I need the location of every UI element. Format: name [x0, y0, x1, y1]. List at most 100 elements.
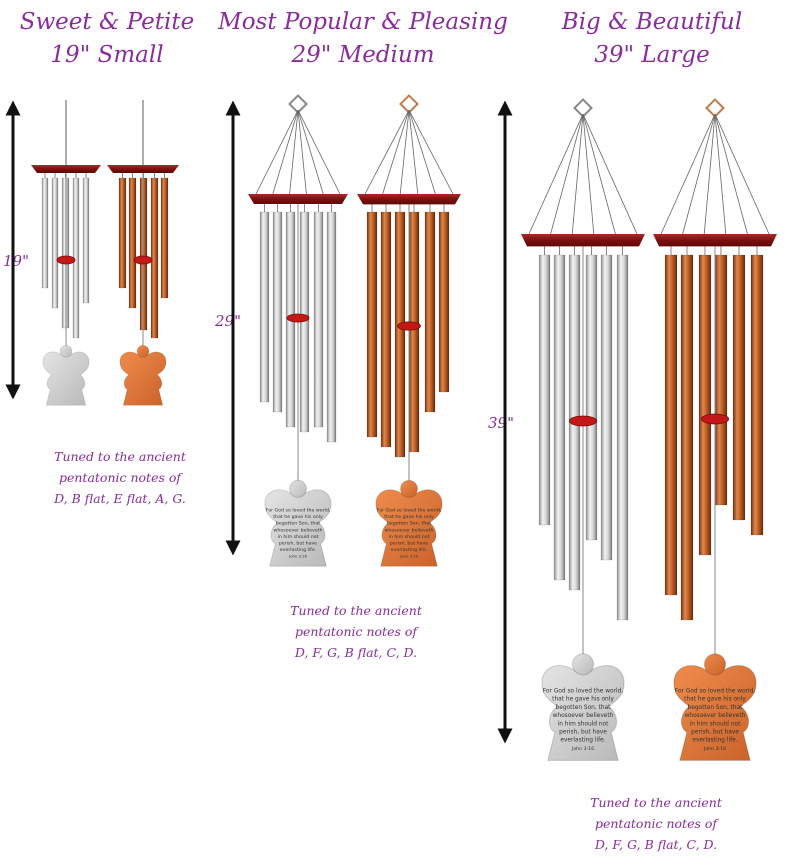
angel-verse-line: perish, but have: [390, 541, 428, 547]
clapper: [700, 413, 730, 425]
chime-tube: [732, 254, 746, 521]
chime-tube: [51, 177, 59, 309]
diamond-hanger-icon: [573, 98, 593, 118]
wood-top: [31, 165, 101, 173]
chime-tube: [394, 211, 406, 458]
chime-tube: [366, 211, 378, 438]
chime-tube: [150, 177, 159, 339]
angel-verse-line: John 3:16: [703, 746, 726, 752]
angel-verse-line: that he gave his only: [552, 697, 614, 703]
large-note-line2: pentatonic notes of: [594, 816, 718, 831]
chime-tube: [118, 177, 127, 289]
large-title-line1: Big & Beautiful: [561, 9, 743, 35]
diamond-hanger-icon: [705, 98, 725, 118]
diamond-hanger-icon: [288, 94, 308, 114]
angel-verse-line: that he gave his only: [384, 514, 434, 520]
chime-tube: [600, 254, 613, 561]
clapper: [56, 255, 76, 265]
angel-verse-line: begotten Son, that: [556, 705, 612, 711]
chime-tube: [313, 211, 324, 428]
wood-top: [521, 234, 645, 247]
angel-verse-line: in him should not: [690, 721, 742, 727]
angel-verse-line: in him should not: [389, 534, 430, 540]
chime-tube: [128, 177, 137, 309]
angel-verse-line: For God so loved the world,: [543, 688, 623, 694]
large-silver-angel-sail-icon: For God so loved the world, that he gave …: [541, 653, 625, 761]
angel-verse-line: For God so loved the world,: [377, 508, 442, 514]
large-note-line3: D, F, G, B flat, C, D.: [594, 837, 718, 852]
chime-tube: [698, 254, 712, 556]
small-bronze-angel-sail-icon: [119, 345, 167, 406]
angel-verse-line: For God so loved the world,: [266, 508, 331, 514]
clapper: [133, 255, 153, 265]
angel-verse-line: perish, but have: [691, 729, 739, 735]
clapper: [568, 415, 598, 427]
small-silver-chime: [31, 100, 101, 406]
angel-verse-line: perish, but have: [279, 541, 317, 547]
large-note-line1: Tuned to the ancient: [590, 795, 722, 810]
angel-verse-line: begotten Son, that: [387, 521, 431, 527]
chime-tube: [585, 254, 598, 541]
chime-tube: [326, 211, 337, 443]
chime-tube: [438, 211, 450, 393]
chime-tube: [408, 211, 420, 453]
small-silver-angel-sail-icon: [42, 345, 90, 406]
large-note: Tuned to the ancient pentatonic notes of…: [556, 792, 756, 855]
large-silver-chime: For God so loved the world, that he gave …: [521, 98, 645, 761]
wood-top: [107, 165, 179, 173]
chime-tube: [82, 177, 90, 304]
medium-note-line2: pentatonic notes of: [294, 624, 418, 639]
medium-silver-angel-sail-icon: For God so loved the world,that he gave …: [264, 479, 332, 567]
medium-bronze-chime: For God so loved the world,that he gave …: [357, 94, 461, 567]
angel-verse-line: everlasting life.: [280, 547, 316, 553]
diamond-hanger-icon: [399, 94, 419, 114]
angel-verse-line: For God so loved the world,: [675, 688, 755, 694]
angel-verse-line: in him should not: [278, 534, 319, 540]
angel-verse-line: John 3:16: [288, 555, 307, 559]
angel-verse-line: in him should not: [558, 721, 610, 727]
medium-title: Most Popular & Pleasing 29" Medium: [218, 6, 508, 72]
angel-verse-line: perish, but have: [559, 729, 607, 735]
chime-tube: [380, 211, 392, 448]
medium-note-line3: D, F, G, B flat, C, D.: [294, 645, 418, 660]
chime-tube: [714, 254, 728, 506]
angel-verse-line: begotten Son, that: [276, 521, 320, 527]
chime-tube: [538, 254, 551, 526]
chime-tube: [160, 177, 169, 299]
angel-verse-line: John 3:16: [571, 746, 594, 752]
small-note-line3: D, B flat, E flat, A, G.: [54, 491, 186, 506]
clapper: [397, 321, 421, 331]
wood-top: [357, 194, 461, 205]
angel-verse-line: whosoever believeth: [685, 713, 746, 719]
chime-tube: [424, 211, 436, 413]
angel-verse-line: whosoever believeth: [385, 527, 434, 533]
chime-tube: [680, 254, 694, 621]
large-bronze-angel-sail-icon: For God so loved the world, that he gave …: [673, 653, 757, 761]
medium-bronze-angel-sail-icon: For God so loved the world,that he gave …: [375, 479, 443, 567]
small-title-line2: 19" Small: [50, 42, 164, 68]
large-title: Big & Beautiful 39" Large: [552, 6, 752, 72]
chime-tube: [750, 254, 764, 536]
small-title: Sweet & Petite 19" Small: [12, 6, 202, 72]
medium-title-line2: 29" Medium: [291, 42, 435, 68]
medium-note-line1: Tuned to the ancient: [290, 603, 422, 618]
angel-verse-line: that he gave his only: [684, 697, 746, 703]
angel-verse-line: everlasting life.: [692, 738, 737, 744]
small-bronze-chime: [107, 100, 179, 406]
angel-verse-line: everlasting life.: [560, 738, 605, 744]
wood-top: [653, 234, 777, 247]
chime-tube: [616, 254, 629, 621]
small-note-line1: Tuned to the ancient: [54, 449, 186, 464]
medium-note: Tuned to the ancient pentatonic notes of…: [256, 600, 456, 663]
small-note: Tuned to the ancient pentatonic notes of…: [20, 446, 220, 509]
angel-verse-line: begotten Son, that: [688, 705, 744, 711]
chime-tube: [664, 254, 678, 596]
angel-verse-line: everlasting life.: [391, 547, 427, 553]
wood-top: [248, 194, 348, 204]
large-title-line2: 39" Large: [594, 42, 710, 68]
angel-verse-line: that he gave his only: [273, 514, 323, 520]
chime-tube: [259, 211, 270, 403]
angel-verse-line: John 3:16: [399, 555, 418, 559]
medium-title-line1: Most Popular & Pleasing: [218, 9, 508, 35]
